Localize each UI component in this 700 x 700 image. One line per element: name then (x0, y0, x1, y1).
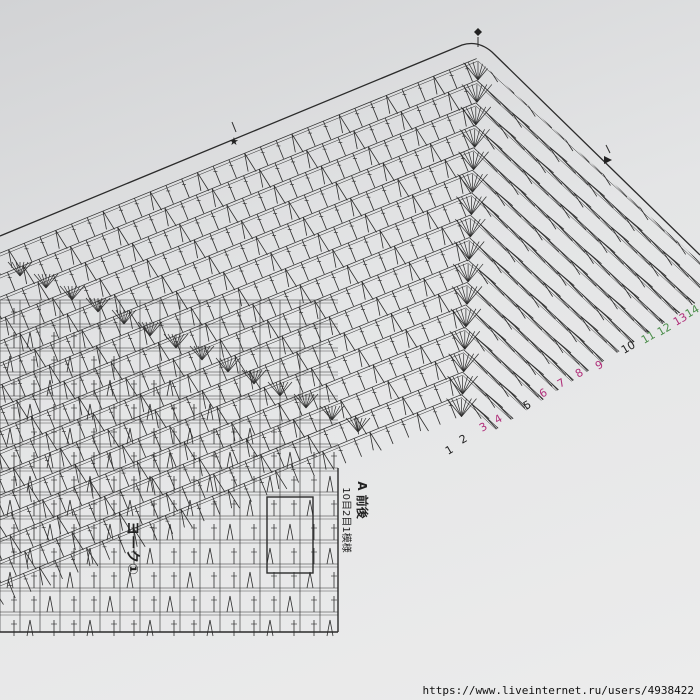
row-number-label: 9 (593, 358, 606, 373)
marked-box (266, 496, 314, 574)
part-a-label: A 前後 (355, 481, 370, 519)
row-number-label: 14 (683, 302, 700, 320)
body-stitch-columns (0, 299, 338, 637)
row-number-label: 10 (619, 338, 638, 356)
section-label: ヨーク① (124, 521, 140, 575)
right-triangle-marker (604, 144, 612, 164)
stitch-grid (0, 58, 700, 632)
row-number-label: 2 (457, 432, 470, 447)
pattern-note-label: 10目2目1模様 (340, 487, 353, 552)
row-number-label: 3 (477, 420, 490, 435)
watermark-url: https://www.liveinternet.ru/users/493842… (422, 684, 694, 697)
row-number-label: 11 (639, 328, 658, 346)
top-marker (474, 28, 482, 47)
row-number-label: 8 (573, 366, 586, 381)
row-number-label: 13 (671, 310, 690, 328)
svg-text:★: ★ (229, 135, 239, 148)
left-star-marker: ★ (229, 121, 239, 148)
row-number-label: 5 (521, 398, 534, 413)
row-number-label: 1 (443, 443, 456, 458)
row-number-label: 12 (655, 320, 674, 338)
